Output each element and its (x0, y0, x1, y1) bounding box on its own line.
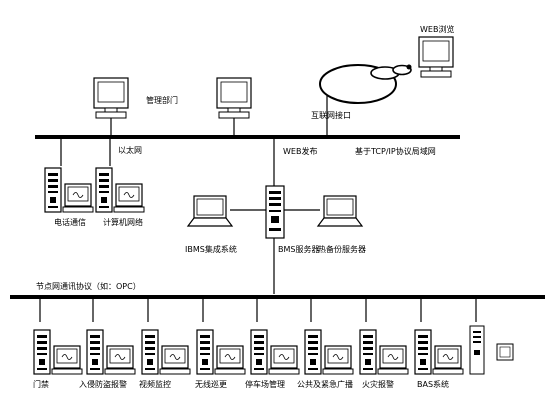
access-control-workstation-icon (33, 329, 83, 375)
telecom-workstation-icon (44, 167, 94, 213)
ethernet-label: 以太网 (118, 146, 142, 155)
web-browse-label: WEB浏览 (420, 25, 455, 34)
bms-server-label: BMS服务器 (278, 245, 320, 254)
telecom-label: 电话通信 (54, 218, 86, 227)
ibms-terminal-icon (187, 195, 233, 227)
web-browse-monitor-icon (418, 36, 454, 78)
computer-network-label: 计算机网络 (103, 218, 143, 227)
wireless-patrol-workstation-icon (196, 329, 246, 375)
parking-management-workstation-icon (250, 329, 300, 375)
extra-device-icon (469, 325, 514, 375)
fire-alarm-workstation-icon (359, 329, 409, 375)
subsystem-label-wireless-patrol: 无线巡更 (195, 380, 227, 389)
broadcast-workstation-icon (304, 329, 354, 375)
backup-server-terminal-icon (317, 195, 363, 227)
computer-network-workstation-icon (95, 167, 145, 213)
subsystem-label-parking-management: 停车场管理 (245, 380, 285, 389)
subsystem-label-access-control: 门禁 (33, 380, 49, 389)
hot-backup-server-label: 热备份服务器 (318, 245, 366, 254)
subsystem-label-broadcast: 公共及紧急广播 (297, 380, 353, 389)
bms-server-icon (265, 185, 285, 239)
tcpip-lan-label: 基于TCP/IP协议局域网 (355, 147, 436, 156)
web-publish-label: WEB发布 (283, 147, 318, 156)
fieldbus-protocol-label: 节点网通讯协议（如：OPC） (36, 282, 141, 291)
management-dept-label: 管理部门 (146, 96, 178, 105)
internet-cloud (319, 64, 412, 104)
subsystem-label-bas: BAS系统 (417, 380, 450, 389)
bas-workstation-icon (414, 329, 464, 375)
subsystem-label-fire-alarm: 火灾报警 (362, 380, 394, 389)
intrusion-alarm-workstation-icon (86, 329, 136, 375)
management-monitor-icon-1 (93, 77, 129, 119)
management-monitor-icon-2 (216, 77, 252, 119)
video-surveillance-workstation-icon (141, 329, 191, 375)
subsystem-drops (39, 299, 477, 322)
subsystem-label-intrusion-alarm: 入侵防盗报警 (79, 380, 127, 389)
subsystem-label-video-surveillance: 视频监控 (139, 380, 171, 389)
ibms-system-label: IBMS集成系统 (185, 245, 237, 254)
internet-interface-label: 互联网接口 (311, 111, 351, 120)
